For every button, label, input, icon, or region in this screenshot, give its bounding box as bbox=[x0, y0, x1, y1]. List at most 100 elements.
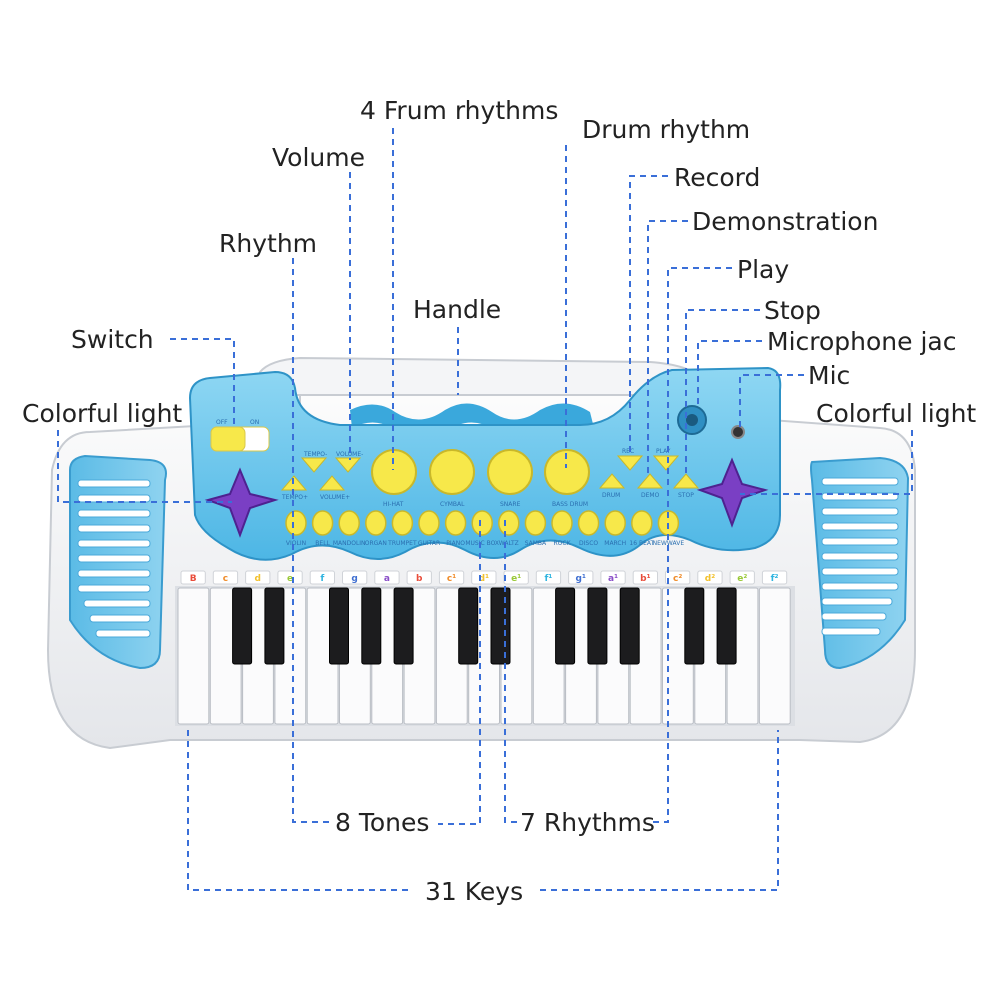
tone-button[interactable] bbox=[524, 510, 547, 536]
black-key[interactable] bbox=[361, 587, 382, 665]
black-key[interactable] bbox=[684, 587, 705, 665]
note-label-tag bbox=[374, 570, 400, 585]
note-label-tag bbox=[665, 570, 691, 585]
drum-pad-bass[interactable] bbox=[544, 449, 590, 495]
tone-button[interactable] bbox=[365, 510, 387, 536]
leader-eight-tones bbox=[438, 520, 481, 825]
drum-pad-snare[interactable] bbox=[487, 449, 533, 495]
volume-down-button[interactable] bbox=[334, 457, 362, 473]
black-key[interactable] bbox=[555, 587, 576, 665]
right-light-star-icon bbox=[696, 457, 769, 528]
tone-button[interactable] bbox=[418, 510, 440, 536]
tempo-down-button[interactable] bbox=[300, 457, 328, 473]
tone-button-label: ROCK bbox=[553, 540, 571, 547]
drum-pad-label: BASS DRUM bbox=[552, 501, 588, 508]
demo-button[interactable] bbox=[636, 473, 664, 489]
tone-button-label: ORGAN bbox=[365, 540, 387, 547]
speaker-grill-slot bbox=[95, 629, 151, 638]
speaker-grill-slot bbox=[821, 507, 899, 516]
black-key[interactable] bbox=[587, 587, 608, 665]
tone-button[interactable] bbox=[391, 510, 414, 536]
tone-button-label: NEWWAVE bbox=[653, 540, 685, 547]
black-key[interactable] bbox=[619, 587, 640, 665]
tone-button[interactable] bbox=[631, 510, 653, 536]
drum-pad-hihat[interactable] bbox=[371, 449, 417, 495]
black-key[interactable] bbox=[490, 587, 511, 665]
black-key[interactable] bbox=[232, 587, 253, 665]
callout-handle: Handle bbox=[413, 295, 502, 324]
leader-play bbox=[648, 267, 732, 823]
note-label: c¹ bbox=[447, 574, 456, 584]
note-label: d² bbox=[705, 574, 715, 584]
tone-button[interactable] bbox=[285, 510, 307, 536]
tone-button[interactable] bbox=[577, 510, 600, 536]
speaker-grill-slot bbox=[77, 569, 151, 578]
drum-pads: HI-HAT CYMBAL SNARE BASS DRUM bbox=[371, 449, 590, 508]
black-key[interactable] bbox=[264, 587, 285, 665]
note-label: B bbox=[190, 574, 197, 584]
note-label: c² bbox=[673, 574, 682, 584]
tone-button[interactable] bbox=[311, 510, 334, 536]
note-label: f¹ bbox=[545, 574, 553, 584]
leader-stop bbox=[685, 309, 760, 476]
speaker-grill-slot bbox=[77, 524, 151, 533]
tone-button[interactable] bbox=[444, 510, 467, 536]
stop-button[interactable] bbox=[672, 473, 700, 489]
leader-colorful-light-left bbox=[57, 430, 232, 503]
speaker-grill-slot bbox=[77, 584, 151, 593]
callout-mic: Mic bbox=[808, 361, 851, 390]
note-label: e bbox=[287, 574, 293, 584]
note-label-tag bbox=[438, 570, 465, 585]
tone-button[interactable] bbox=[498, 510, 520, 536]
note-label: f bbox=[320, 574, 324, 584]
black-key[interactable] bbox=[329, 587, 349, 665]
left-light-star-icon bbox=[204, 467, 279, 538]
tone-button[interactable] bbox=[471, 510, 493, 536]
note-label-tag bbox=[568, 570, 594, 585]
note-label-tag bbox=[632, 570, 659, 585]
volume-up-button[interactable] bbox=[318, 475, 346, 491]
callout-volume: Volume bbox=[272, 143, 365, 172]
drum-pad-cymbal[interactable] bbox=[429, 449, 475, 495]
drum-button[interactable] bbox=[598, 473, 626, 489]
function-buttons: REC PLAY DRUM DEMO STOP bbox=[598, 448, 700, 499]
white-key[interactable] bbox=[758, 587, 791, 725]
black-key[interactable] bbox=[458, 587, 479, 665]
volume-down-label: VOLUME- bbox=[336, 451, 363, 458]
power-switch[interactable]: OFF ON bbox=[210, 419, 270, 452]
speaker-grill-slot bbox=[821, 567, 899, 576]
tone-button[interactable] bbox=[551, 510, 573, 536]
note-label: a bbox=[384, 574, 390, 584]
note-label: f² bbox=[771, 574, 779, 584]
note-label-tag bbox=[406, 570, 432, 585]
note-label-tag bbox=[761, 570, 788, 585]
note-label-tag bbox=[277, 570, 303, 585]
play-button[interactable] bbox=[652, 455, 680, 471]
speaker-grill-slot bbox=[821, 552, 899, 561]
tone-button[interactable] bbox=[338, 510, 360, 536]
callout-microphone-jack: Microphone jac bbox=[767, 327, 957, 356]
callout-thirty-one-keys: 31 Keys bbox=[425, 877, 524, 906]
stop-label: STOP bbox=[678, 492, 694, 499]
note-label: g¹ bbox=[576, 574, 586, 584]
note-label-tag bbox=[600, 570, 626, 585]
handle[interactable] bbox=[259, 356, 701, 396]
speaker-grill-slot bbox=[821, 522, 899, 531]
leader-keys-left bbox=[187, 730, 410, 891]
tone-button[interactable] bbox=[604, 510, 626, 536]
tone-button-label: PIANO bbox=[446, 540, 465, 547]
black-key[interactable] bbox=[716, 587, 737, 665]
record-button[interactable] bbox=[616, 455, 644, 471]
note-label: b bbox=[416, 574, 423, 584]
callout-leader-lines bbox=[57, 128, 913, 891]
leader-seven-rhythms bbox=[504, 520, 518, 823]
callout-demonstration: Demonstration bbox=[692, 207, 879, 236]
speaker-grill-slot bbox=[821, 582, 899, 591]
white-key[interactable] bbox=[177, 587, 210, 725]
speaker-grill-slot bbox=[89, 614, 151, 623]
black-key[interactable] bbox=[393, 587, 414, 665]
leader-demonstration bbox=[647, 220, 688, 476]
note-label: e² bbox=[737, 574, 747, 584]
